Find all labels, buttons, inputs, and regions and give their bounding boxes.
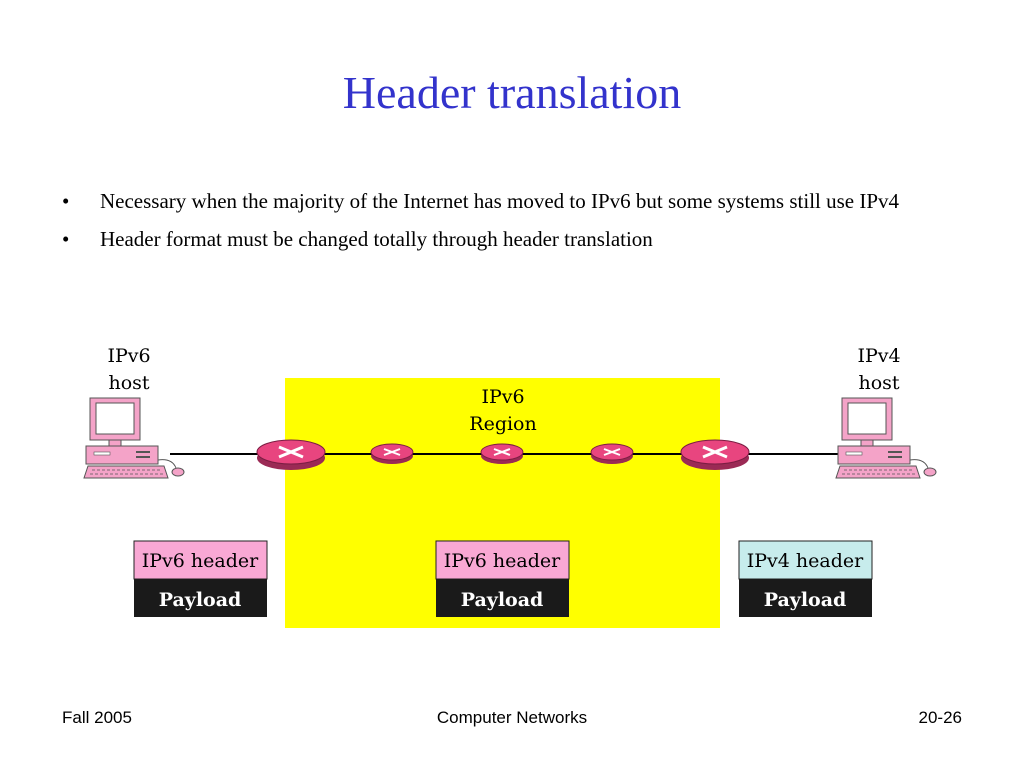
ipv4-host-computer-icon [835, 397, 937, 479]
router-icon [256, 439, 326, 470]
packet-ipv6-middle: IPv6 header Payload [435, 540, 570, 617]
packet-payload [739, 579, 872, 617]
bullet-marker: • [62, 189, 70, 213]
left-host-label-line1: IPv6 [107, 345, 150, 367]
right-host-label-line1: IPv4 [857, 345, 900, 367]
packet-header [133, 540, 268, 580]
packet-header-label: IPv6 header [142, 550, 259, 572]
slide-title: Header translation [342, 67, 682, 118]
bullet-marker: • [62, 227, 70, 251]
router-icon [370, 443, 414, 464]
packet-payload [436, 579, 569, 617]
left-host-label-line2: host [108, 372, 149, 394]
bullet-text: Header format must be changed totally th… [100, 227, 653, 251]
packet-ipv4-right: IPv4 header Payload [738, 540, 873, 617]
packet-payload [134, 579, 267, 617]
footer-page-number: 20-26 [918, 708, 962, 727]
router-icon [590, 443, 634, 464]
region-label-line2: Region [469, 413, 536, 435]
region-label-line1: IPv6 [481, 386, 524, 408]
bullet-item: • Header format must be changed totally … [58, 224, 958, 254]
bullet-item: • Necessary when the majority of the Int… [58, 186, 958, 216]
packet-header-label: IPv6 header [444, 550, 561, 572]
packet-header [738, 540, 873, 580]
footer-term: Fall 2005 [62, 708, 132, 727]
packet-header-label: IPv4 header [747, 550, 864, 572]
router-icon [480, 443, 524, 464]
packet-ipv6-left: IPv6 header Payload [133, 540, 268, 617]
packet-payload-label: Payload [461, 589, 544, 611]
packet-payload-label: Payload [159, 589, 242, 611]
ipv6-host-computer-icon [83, 397, 185, 479]
footer-course: Computer Networks [436, 708, 588, 727]
bullet-list: • Necessary when the majority of the Int… [58, 186, 958, 262]
packet-payload-label: Payload [764, 589, 847, 611]
right-host-label-line2: host [858, 372, 899, 394]
bullet-text: Necessary when the majority of the Inter… [100, 189, 900, 213]
packet-header [435, 540, 570, 580]
router-icon [680, 439, 750, 470]
